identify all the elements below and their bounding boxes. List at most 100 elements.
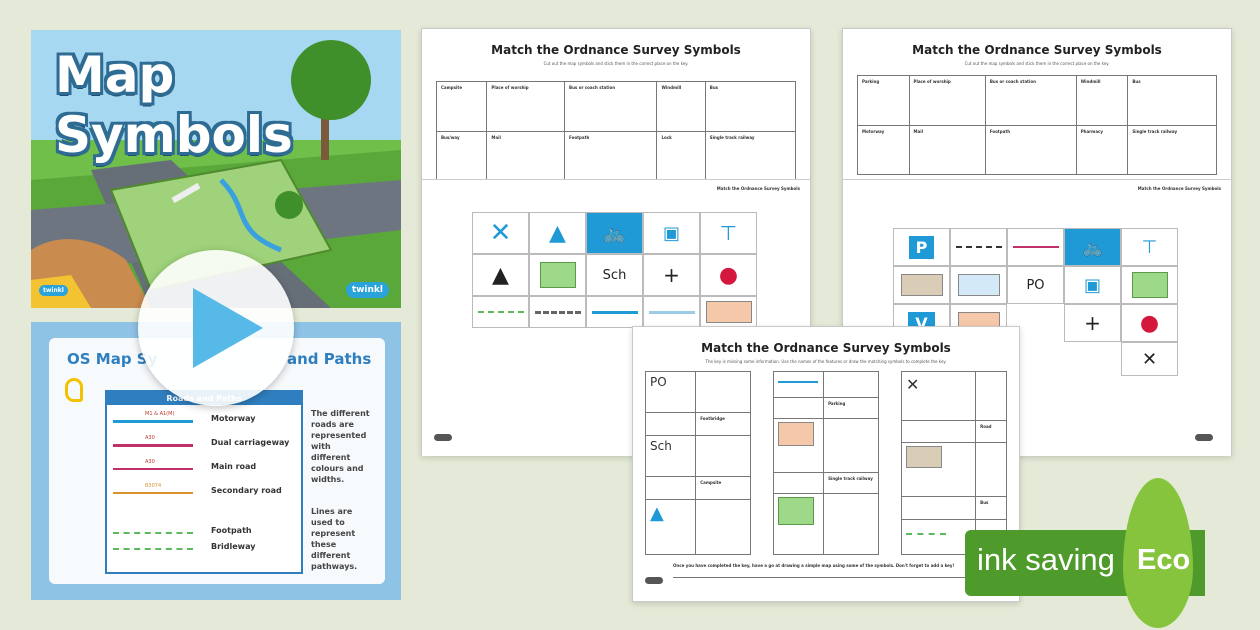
twinkl-logo: twinkl (345, 282, 389, 298)
caravan-icon: ▣ (643, 212, 700, 254)
grid-cell: Bus/way (435, 130, 488, 181)
eco-label: Eco (1137, 544, 1191, 576)
forest-icon (529, 254, 586, 296)
building-icon (700, 296, 757, 328)
water-icon (950, 266, 1007, 304)
slide-map-symbols: Map Symbols twinkl twinkl (31, 30, 401, 308)
play-button[interactable] (138, 250, 294, 406)
key-row: A30 Dual carriageway (113, 435, 293, 452)
picnic-icon: ⊤ (1121, 228, 1178, 266)
slide-title-line2: Symbols (55, 106, 293, 164)
grid-cell: PO (644, 371, 697, 413)
grid-cell (823, 370, 879, 399)
worksheet-footer: Once you have completed the key, have a … (673, 563, 955, 568)
worksheet-subtitle: Cut out the map symbols and stick them i… (964, 61, 1110, 66)
grid-cell: Lock (656, 130, 706, 181)
bicycle-icon: 🚲 (586, 212, 643, 254)
key-row-label: Dual carriageway (211, 438, 290, 447)
slide-title-line1: Map (55, 46, 175, 104)
grid-cell (695, 499, 751, 555)
key-row: M1 & A1(M) Motorway (113, 411, 293, 428)
picnic-icon: ⊤ (700, 212, 757, 254)
station-icon: ● (1121, 304, 1178, 342)
grid-cell: Bus (1127, 75, 1217, 126)
grid-cell: Mail (908, 124, 986, 175)
grid-cell: Single track railway (704, 130, 797, 181)
caravan-icon: ▣ (1064, 266, 1121, 304)
lighthouse-icon: ▲ (472, 254, 529, 296)
leaf-icon (1123, 478, 1193, 628)
level-crossing-icon: ✕ (900, 371, 977, 421)
worksheet-title: Match the Ordnance Survey Symbols (912, 43, 1162, 57)
key-row-label: Main road (211, 462, 257, 471)
key-row-label: Motorway (211, 414, 256, 423)
level-crossing-icon: ✕ (1121, 342, 1178, 376)
twinkl-logo (1195, 434, 1213, 441)
grid-cell (695, 435, 751, 478)
play-icon (193, 288, 263, 368)
slide-heading-left: OS Map Sy (67, 350, 158, 368)
grid-cell: Single track railway (1127, 124, 1217, 175)
key-grid: Parking Place of worship Bus or coach st… (857, 75, 1217, 175)
grid-cell (644, 411, 697, 437)
key-row-label: Secondary road (211, 486, 282, 495)
grid-cell: Mail (486, 130, 566, 181)
writing-line (673, 577, 973, 578)
twinkl-logo (645, 577, 663, 584)
grid-cell: Place of worship (486, 81, 566, 132)
grid-cell: Campsite (435, 81, 488, 132)
grid-cell (975, 441, 1007, 498)
building-icon (900, 441, 977, 498)
cutout-label: Match the Ordnance Survey Symbols (716, 186, 800, 191)
worksheet-subtitle: Cut out the map symbols and stick them i… (543, 61, 689, 66)
cutout-label: Match the Ordnance Survey Symbols (1137, 186, 1221, 191)
key-row: A30 Main road (113, 459, 293, 476)
slide-heading-right: and Paths (287, 350, 372, 368)
forest-icon (772, 492, 825, 556)
key-row-label: Bridleway (211, 542, 256, 551)
motorway-icon (772, 370, 825, 399)
worksheet-title: Match the Ordnance Survey Symbols (701, 341, 951, 355)
grid-cell (772, 472, 825, 494)
grid-cell: Sch (644, 435, 697, 478)
key-column-3: ✕ Road Bus (900, 371, 1007, 555)
crossroads-icon: + (643, 254, 700, 296)
side-text-2: Lines are used to represent these differ… (311, 507, 358, 571)
building-icon (893, 266, 950, 304)
ear-icon (65, 378, 83, 402)
station-icon: ● (700, 254, 757, 296)
post-office-symbol: PO (1007, 266, 1064, 304)
building-icon (772, 418, 825, 474)
motorway-icon (586, 296, 643, 328)
river-icon (643, 296, 700, 328)
roads-key-table: Roads and Paths M1 & A1(M) Motorway A30 … (105, 390, 303, 574)
grid-cell: Windmill (1075, 75, 1129, 126)
worksheet-3: Match the Ordnance Survey Symbols The ke… (632, 326, 1020, 602)
grid-cell (975, 371, 1007, 421)
grid-cell (823, 418, 879, 474)
forest-icon (1121, 266, 1178, 304)
grid-cell: Bus or coach station (984, 75, 1077, 126)
key-column-1: PO Footbridge Sch Campsite ▲ (644, 371, 751, 555)
twinkl-logo-small: twinkl (39, 285, 68, 296)
key-column-2: Parking Single track railway (772, 370, 879, 556)
campsite-icon: ▲ (644, 499, 697, 555)
grid-cell (772, 397, 825, 420)
worksheet-title: Match the Ordnance Survey Symbols (491, 43, 741, 57)
grid-cell (695, 371, 751, 413)
parking-icon: P (893, 228, 950, 266)
footpath-icon (472, 296, 529, 328)
grid-cell: Windmill (656, 81, 706, 132)
grid-cell (644, 476, 697, 501)
grid-cell (900, 419, 977, 443)
ink-saving-label: ink saving (977, 542, 1115, 577)
grid-cell: Place of worship (908, 75, 986, 126)
railway-icon (950, 228, 1007, 266)
grid-cell: Bus (975, 496, 1007, 520)
footpath-icon (900, 518, 977, 555)
cross-swords-icon: ✕ (472, 212, 529, 254)
key-row: Footpath (113, 526, 293, 540)
main-road-icon (1007, 228, 1064, 266)
ink-saving-eco-badge: ink saving Eco (965, 478, 1205, 628)
grid-cell: Road (975, 419, 1007, 443)
